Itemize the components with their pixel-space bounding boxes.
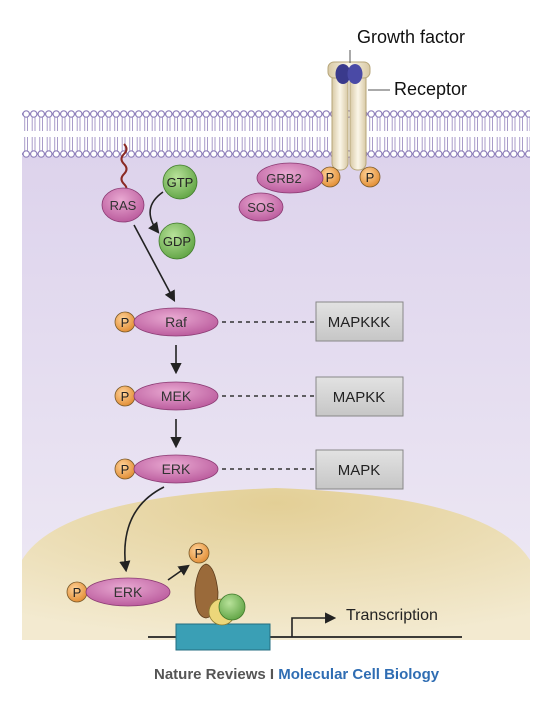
growth-factor	[335, 64, 363, 84]
svg-text:P: P	[195, 546, 204, 561]
nuclear-erk-protein: ERK	[85, 577, 171, 607]
svg-text:P: P	[121, 462, 130, 477]
sos-protein: SOS	[238, 192, 284, 222]
receptor-phosphate-left: P	[319, 166, 341, 188]
grb2-protein: GRB2	[256, 162, 324, 194]
svg-text:P: P	[366, 170, 375, 185]
credit-journal: Molecular Cell Biology	[278, 666, 440, 683]
svg-text:GRB2: GRB2	[266, 171, 301, 186]
svg-text:P: P	[326, 170, 335, 185]
svg-text:P: P	[73, 585, 82, 600]
erk-translocation-arrow	[119, 486, 165, 573]
mek-phosphate: P	[114, 385, 136, 407]
svg-text:ERK: ERK	[162, 461, 191, 477]
svg-text:MAPKK: MAPKK	[333, 389, 386, 406]
receptor-phosphate-right: P	[359, 166, 381, 188]
receptor-label: Receptor	[394, 79, 467, 99]
credit-separator: I	[269, 666, 275, 683]
svg-text:SOS: SOS	[247, 200, 275, 215]
ras-to-raf-arrow	[133, 224, 176, 302]
promoter-box	[175, 623, 271, 651]
svg-text:GDP: GDP	[163, 234, 191, 249]
svg-text:P: P	[121, 389, 130, 404]
growth-factor-label: Growth factor	[357, 27, 465, 47]
svg-text:MAPKKK: MAPKKK	[328, 314, 391, 331]
svg-text:MEK: MEK	[161, 388, 192, 404]
gdp-molecule: GDP	[158, 222, 196, 260]
ras-protein: RAS	[101, 187, 145, 223]
svg-text:MAPK: MAPK	[338, 462, 381, 479]
tf-phosphate: P	[188, 542, 210, 564]
transcription-label: Transcription	[346, 607, 438, 624]
ras-lipid-anchor	[120, 143, 128, 193]
erk-protein: ERK	[133, 454, 219, 484]
raf-phosphate: P	[114, 311, 136, 333]
mapk-box: MAPK	[315, 449, 404, 490]
transcription-start-arrow	[291, 612, 337, 637]
svg-text:P: P	[121, 315, 130, 330]
figure-credit: Nature Reviews I Molecular Cell Biology	[154, 666, 439, 683]
erk-phosphate: P	[114, 458, 136, 480]
raf-protein: Raf	[133, 307, 219, 337]
svg-text:GTP: GTP	[167, 175, 194, 190]
svg-text:RAS: RAS	[110, 198, 137, 213]
gtp-molecule: GTP	[162, 164, 198, 200]
svg-text:Raf: Raf	[165, 314, 187, 330]
transcription-factor-complex	[194, 563, 246, 626]
gtp-hydrolysis-arrow	[148, 191, 164, 234]
phosphorylation-arrow	[167, 564, 190, 581]
mapkk-box: MAPKK	[315, 376, 404, 417]
nuclear-erk-phosphate: P	[66, 581, 88, 603]
mek-protein: MEK	[133, 381, 219, 411]
svg-text:ERK: ERK	[114, 584, 143, 600]
mapkkk-box: MAPKKK	[315, 301, 404, 342]
plasma-membrane	[22, 110, 530, 158]
credit-publisher: Nature Reviews	[154, 666, 266, 683]
